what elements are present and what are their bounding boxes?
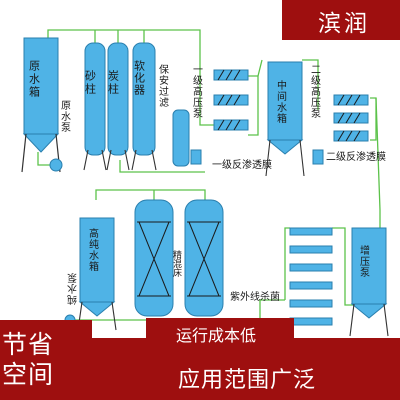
hp-pump-1-label: 一级高压泵	[191, 64, 203, 119]
raw-water-tank: 原水箱	[21, 37, 61, 173]
ro1-membrane	[213, 94, 249, 106]
security-filter-label: 保安过滤	[157, 63, 169, 108]
pipe-ro1-return	[248, 75, 259, 136]
uv-tube	[289, 281, 333, 290]
ro2-membrane	[333, 112, 369, 124]
softener-label: 软化器	[133, 59, 146, 96]
sand-filter-column: 砂柱	[83, 42, 107, 171]
ro1-stripes	[217, 69, 241, 131]
stage2-hp-pump: 二级高压泵	[309, 64, 324, 165]
left-badge-text: 节省 空间	[2, 330, 54, 390]
brand-badge-bg	[282, 0, 400, 40]
pipe-network	[37, 29, 381, 321]
uv-tube	[289, 245, 333, 254]
carbon-filter-column: 炭柱	[106, 42, 130, 171]
softener-body	[132, 42, 156, 156]
uv-tube	[289, 317, 333, 326]
mid-tank-cone	[266, 139, 304, 155]
stage1-ro-membranes: 一级反渗透膜	[212, 69, 272, 171]
hp-pump-1-icon	[190, 149, 202, 165]
left-badge-bg	[0, 320, 92, 400]
pipe-polish-top	[95, 189, 206, 200]
pipe-uv-riser	[284, 227, 290, 300]
mixed-bed-label: 精混床	[171, 249, 182, 278]
high-purity-water-tank: 高纯水箱	[77, 217, 117, 331]
hp-pump-2-icon	[312, 149, 324, 165]
booster-tank-body	[351, 227, 387, 305]
raw-pump-icon	[49, 158, 63, 172]
pipe-filter-out	[119, 160, 205, 173]
mid-banner-bg	[146, 318, 294, 360]
raw-tank-body	[23, 37, 59, 135]
pure-pump-label: 纯水泵	[68, 272, 80, 306]
raw-pump-label: 原水泵	[59, 100, 71, 133]
pure-water-pump: 纯水泵	[64, 272, 80, 326]
ro2-label: 二级反渗透膜	[326, 150, 386, 163]
carbon-column-label: 炭柱	[107, 70, 120, 96]
hp-pump-2-label: 二级高压泵	[309, 64, 321, 119]
pipe-ro1-feed	[199, 48, 214, 126]
booster-tank-cone	[350, 303, 388, 319]
left-badge-line-1: 节省	[2, 330, 55, 359]
intermediate-water-tank: 中间水箱	[265, 61, 305, 177]
pipe-ro2-out	[375, 97, 381, 228]
bottom-slogan: 应用范围广泛	[178, 368, 317, 393]
sand-column-body	[84, 42, 106, 156]
uv-label: 紫外线杀菌	[230, 290, 280, 303]
pipe-ro2-return	[370, 97, 377, 141]
ro2-membrane	[333, 94, 369, 106]
pure-tank-cone	[78, 301, 116, 317]
booster-label: 增压泵	[358, 244, 370, 278]
mid-tank-body	[267, 61, 303, 141]
pipe-raw-out	[37, 152, 50, 166]
security-filter: 保安过滤	[157, 63, 190, 167]
pure-tank-label: 高纯水箱	[87, 227, 99, 272]
raw-tank-cone	[22, 133, 60, 153]
ro1-membrane	[213, 119, 249, 131]
raw-water-pump: 原水泵	[49, 100, 71, 172]
ro2-membrane	[333, 130, 369, 142]
ro1-membrane	[213, 69, 249, 81]
ro1-label: 一级反渗透膜	[212, 158, 272, 171]
pipe-mid-out	[302, 59, 319, 110]
raw-tank-label: 原水箱	[28, 60, 41, 99]
uv-sterilizer: 紫外线杀菌	[230, 227, 333, 326]
stage1-hp-pump: 一级高压泵	[190, 64, 203, 165]
left-badge-line-2: 空间	[2, 360, 55, 389]
security-filter-body	[172, 109, 190, 167]
pipe-main-top	[47, 29, 201, 48]
polishing-mixed-bed: 精混床	[134, 199, 224, 317]
mid-banner-text: 运行成本低	[176, 326, 257, 345]
brand-name: 滨润	[318, 11, 370, 37]
sand-column-label: 砂柱	[84, 70, 97, 96]
stage2-ro-membranes: 二级反渗透膜	[326, 94, 386, 163]
softener-column: 软化器	[131, 42, 157, 171]
pipe-to-mid-tank	[257, 59, 263, 77]
uv-tube	[289, 227, 333, 236]
pipe-booster-feed	[332, 227, 355, 306]
uv-tube	[289, 299, 333, 308]
uv-tube	[289, 263, 333, 272]
booster-pump-tank: 增压泵	[349, 227, 389, 337]
mixed-bed-cross	[137, 221, 221, 297]
mid-tank-label: 中间水箱	[275, 79, 287, 124]
ro2-stripes	[337, 94, 361, 142]
carbon-column-body	[107, 42, 129, 156]
